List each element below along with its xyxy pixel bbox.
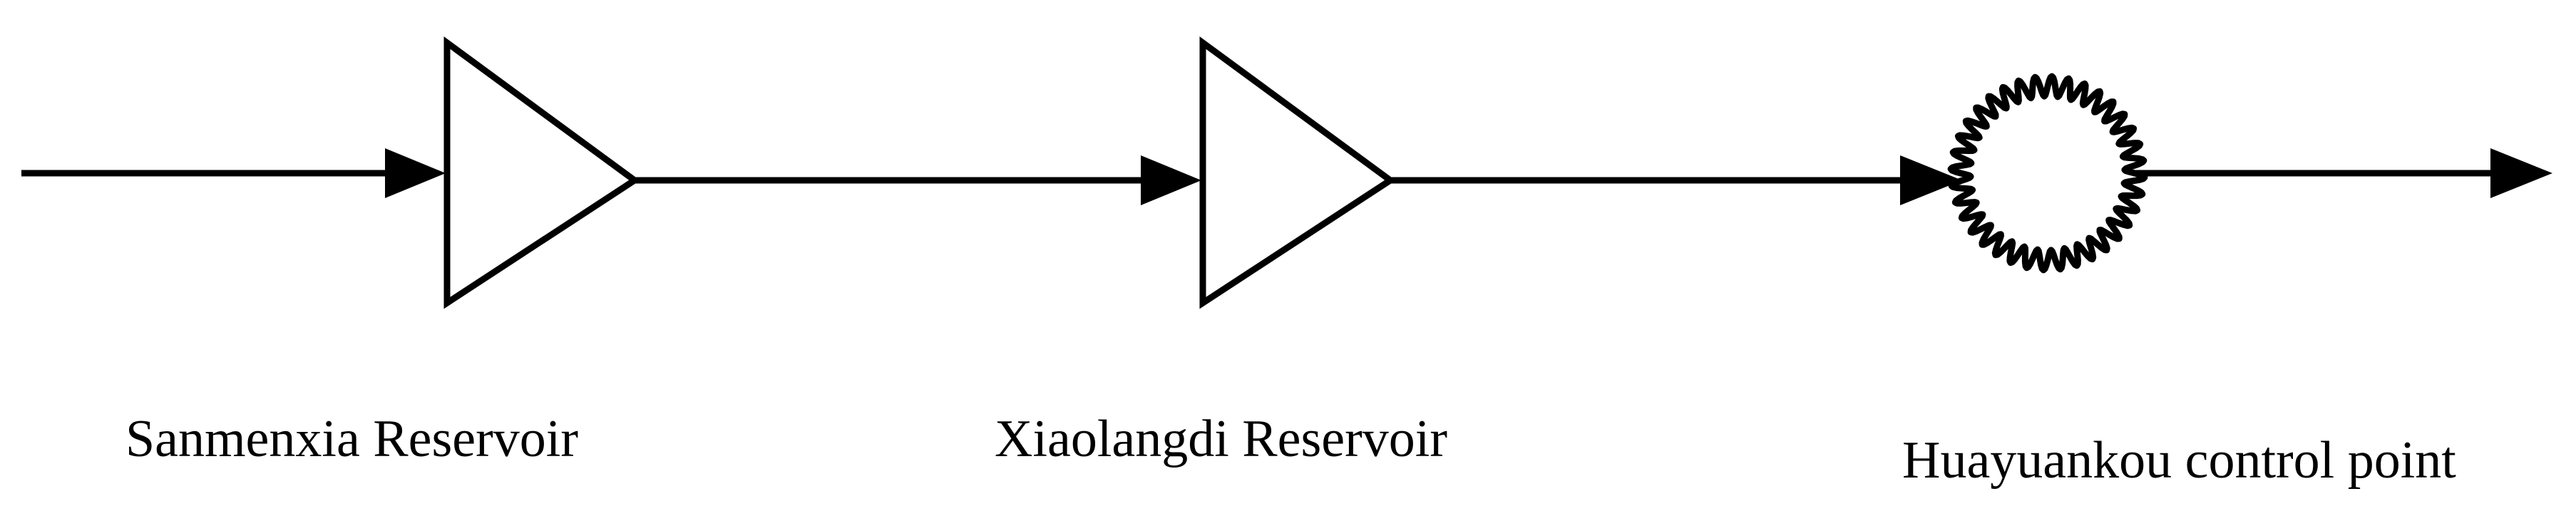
xiaolangdi-reservoir-triangle: [1199, 36, 1396, 309]
arrow-sanmenxia-to-xiaolangdi: [635, 155, 1201, 205]
arrow-xiaolangdi-to-huayuankou: [1390, 155, 1962, 205]
inflow-arrow: [21, 148, 446, 198]
sanmenxia-reservoir-label: Sanmenxia Reservoir: [125, 410, 578, 468]
huayuankou-control-point-icon: [1947, 73, 2148, 274]
outflow-arrow: [2133, 148, 2552, 198]
sanmenxia-reservoir-triangle: [443, 36, 640, 309]
huayuankou-control-point-label: Huayuankou control point: [1902, 431, 2456, 490]
xiaolangdi-reservoir-label: Xiaolangdi Reservoir: [995, 410, 1447, 468]
